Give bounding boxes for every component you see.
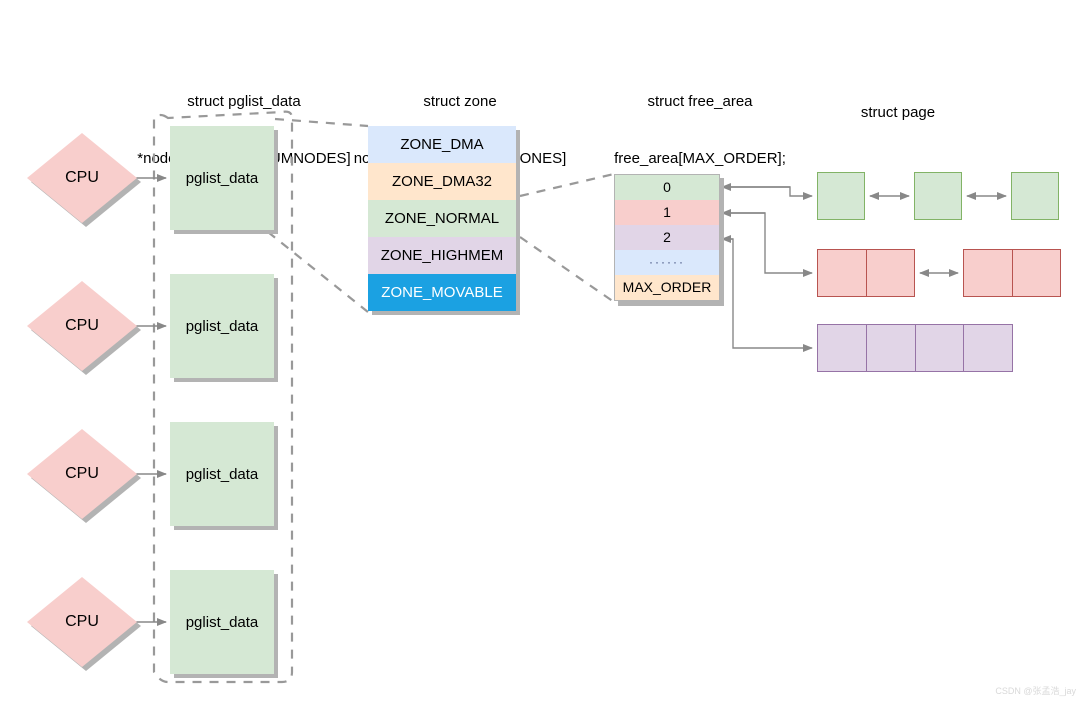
watermark: CSDN @张孟浩_jay xyxy=(995,686,1076,696)
arrow-free-area-1-to-page xyxy=(722,212,813,277)
dashed-pglist-to-zone-bottom xyxy=(267,231,369,313)
zone-row-dma32[interactable]: ZONE_DMA32 xyxy=(368,163,516,200)
free-area-row-2[interactable]: 2 xyxy=(615,225,719,250)
header-free-area: struct free_area free_area[MAX_ORDER]; xyxy=(594,54,806,206)
pglist-label: pglist_data xyxy=(185,317,259,335)
pglist-label: pglist_data xyxy=(185,169,259,187)
free-area-row-0[interactable]: 0 xyxy=(615,175,719,200)
dashed-zone-to-free-area-bottom xyxy=(519,236,615,303)
free-area-stack: 0 1 2 ······ MAX_ORDER xyxy=(614,174,720,301)
cpu-node-2[interactable]: CPU xyxy=(27,281,141,375)
cpu-node-3[interactable]: CPU xyxy=(27,429,141,523)
header-pglist-data-line1: struct pglist_data xyxy=(187,93,301,110)
pglist-label: pglist_data xyxy=(185,613,259,631)
zone-row-label: ZONE_NORMAL xyxy=(384,210,500,227)
zone-row-label: ZONE_DMA xyxy=(400,136,484,153)
page-block-order0-a[interactable] xyxy=(817,172,865,220)
page-cell xyxy=(964,250,1013,296)
page-cell xyxy=(818,325,867,371)
pglist-box xyxy=(170,422,274,526)
pglist-box xyxy=(170,570,274,674)
header-struct-page-line1: struct page xyxy=(860,104,936,121)
header-free-area-line2: free_area[MAX_ORDER]; xyxy=(614,150,786,167)
pglist-box xyxy=(170,274,274,378)
pglist-data-node-1[interactable]: pglist_data xyxy=(170,126,278,234)
page-cell xyxy=(867,250,915,296)
free-area-row-label: ······ xyxy=(649,255,685,269)
pglist-data-node-4[interactable]: pglist_data xyxy=(170,570,278,678)
cpu-label: CPU xyxy=(65,613,99,630)
arrow-free-area-2-to-page xyxy=(722,238,813,352)
free-area-row-ellipsis: ······ xyxy=(615,250,719,275)
free-area-row-max-order[interactable]: MAX_ORDER xyxy=(615,275,719,300)
pglist-data-node-3[interactable]: pglist_data xyxy=(170,422,278,530)
zone-stack: ZONE_DMA ZONE_DMA32 ZONE_NORMAL ZONE_HIG… xyxy=(368,126,516,311)
header-struct-page: struct page xyxy=(820,65,976,160)
page-block-order2-a[interactable] xyxy=(817,324,1013,372)
cpu-label: CPU xyxy=(65,317,99,334)
free-area-row-label: MAX_ORDER xyxy=(622,279,712,295)
zone-row-label: ZONE_DMA32 xyxy=(391,173,493,190)
page-block-order1-a[interactable] xyxy=(817,249,915,297)
page-cell xyxy=(867,325,916,371)
pglist-label: pglist_data xyxy=(185,465,259,483)
page-cell xyxy=(964,325,1012,371)
page-block-order0-c[interactable] xyxy=(1011,172,1059,220)
page-block-order0-b[interactable] xyxy=(914,172,962,220)
zone-row-label: ZONE_HIGHMEM xyxy=(380,247,504,264)
header-free-area-line1: struct free_area xyxy=(647,93,753,110)
header-zone-line1: struct zone xyxy=(423,93,497,110)
free-area-row-label: 1 xyxy=(663,204,671,220)
zone-row-highmem[interactable]: ZONE_HIGHMEM xyxy=(368,237,516,274)
free-area-row-1[interactable]: 1 xyxy=(615,200,719,225)
page-block-order1-b[interactable] xyxy=(963,249,1061,297)
pglist-data-node-2[interactable]: pglist_data xyxy=(170,274,278,382)
zone-row-label: ZONE_MOVABLE xyxy=(381,284,503,301)
zone-row-movable[interactable]: ZONE_MOVABLE xyxy=(368,274,516,311)
free-area-row-label: 0 xyxy=(663,179,671,195)
pglist-box xyxy=(170,126,274,230)
zone-row-normal[interactable]: ZONE_NORMAL xyxy=(368,200,516,237)
page-cell xyxy=(1013,250,1061,296)
cpu-node-1[interactable]: CPU xyxy=(27,133,141,227)
free-area-row-label: 2 xyxy=(663,229,671,245)
page-cell xyxy=(916,325,965,371)
cpu-node-4[interactable]: CPU xyxy=(27,577,141,671)
cpu-label: CPU xyxy=(65,169,99,186)
page-cell xyxy=(818,250,867,296)
cpu-label: CPU xyxy=(65,465,99,482)
zone-row-dma[interactable]: ZONE_DMA xyxy=(368,126,516,163)
